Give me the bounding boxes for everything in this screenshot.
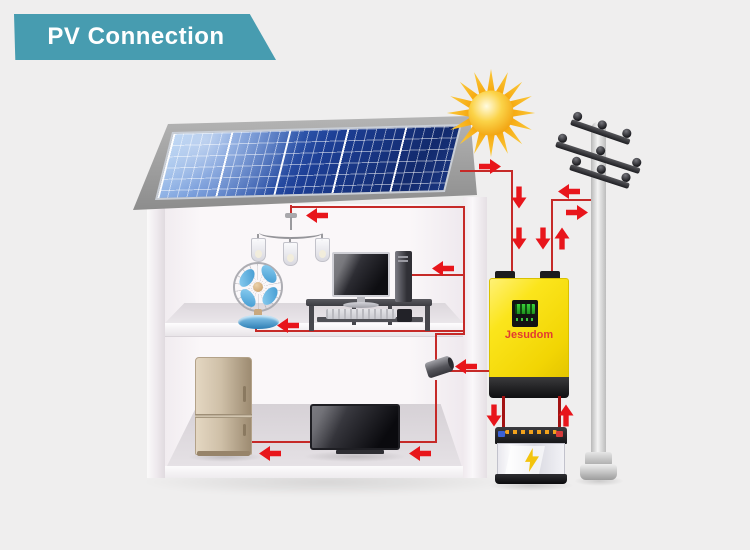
speaker-box (397, 309, 412, 322)
inverter-buttons (516, 318, 534, 321)
monitor-base (343, 302, 379, 308)
inverter-mount-tab (540, 271, 560, 280)
battery-cell-caps (505, 430, 557, 434)
refrigerator (195, 357, 252, 455)
page-title: PV Connection (47, 23, 225, 50)
insulator (621, 127, 633, 140)
tv-stand (336, 450, 384, 454)
fridge-handle (243, 386, 246, 402)
flow-arrow-panel-down-1 (512, 187, 527, 209)
sun-icon (446, 68, 536, 158)
wire-ceiling (290, 206, 465, 208)
inverter-mount-tab (495, 271, 515, 280)
wire-upper-floor (255, 330, 465, 332)
wire-grid-horizontal (551, 199, 595, 201)
lamp-shade (251, 238, 266, 262)
wire-junction-to-floor (435, 380, 437, 443)
fan-base (238, 315, 279, 329)
fridge-handle (243, 424, 246, 436)
computer-monitor (332, 252, 390, 297)
flow-arrow-grid-export (566, 205, 588, 220)
lamp-drop (257, 234, 259, 241)
solar-panel (154, 123, 462, 200)
pole-base (585, 452, 612, 466)
wire-inverter-battery-right (558, 396, 561, 430)
desktop-tower (395, 251, 412, 302)
solar-inverter (489, 278, 569, 382)
insulator (631, 156, 643, 169)
fridge-base (197, 451, 250, 456)
house-right-wall (463, 197, 487, 478)
wire-to-junction-box (435, 333, 437, 362)
tv-shadow (303, 451, 407, 462)
wire-inverter-to-junction (448, 370, 492, 372)
insulator (556, 132, 569, 144)
inverter-brand-label: Jesudom (504, 329, 554, 341)
fridge-shadow (188, 452, 262, 462)
inverter-bottom-section (489, 377, 569, 398)
utility-pole (591, 122, 606, 458)
ceiling-lamp-canopy (285, 213, 297, 218)
title-banner: PV Connection (14, 14, 276, 60)
desk-leg (425, 306, 430, 331)
fan-hub (253, 282, 263, 292)
lamp-shade (283, 242, 298, 266)
lamp-drop (289, 237, 291, 244)
flow-arrow-grid-down (536, 228, 551, 250)
desk-shelf (317, 317, 423, 322)
insulator (596, 119, 608, 131)
fridge-divider (195, 414, 252, 418)
wire-grid-to-inverter (551, 199, 553, 278)
battery-base (495, 474, 567, 484)
lamp-drop (321, 234, 323, 241)
battery-positive-terminal (556, 431, 563, 437)
insulator (570, 155, 583, 167)
insulator (620, 171, 632, 183)
wire-right-wall (463, 206, 465, 335)
wire-panel-out (460, 170, 513, 172)
pole-shadow (574, 476, 624, 486)
battery-label (505, 446, 545, 474)
flow-arrow-battery-charge (487, 405, 502, 427)
battery-shadow (488, 480, 574, 491)
keyboard (326, 309, 396, 319)
monitor-neck (357, 297, 365, 303)
flow-arrow-panel-down-2 (512, 228, 527, 250)
flow-arrow-grid-up (555, 228, 570, 250)
wire-panel-to-inverter (511, 170, 513, 278)
house-left-wall (147, 202, 165, 478)
ceiling-lamp-stem (290, 217, 292, 230)
television (310, 404, 400, 450)
desk-leg (309, 306, 314, 331)
pole-base-plate (580, 464, 617, 480)
flow-arrow-grid-import (558, 184, 580, 199)
battery-negative-terminal (498, 431, 505, 437)
house-base (147, 466, 487, 478)
lamp-shade (315, 238, 330, 262)
insulator (571, 110, 584, 123)
fan-neck (254, 309, 262, 318)
wire-computer-branch (410, 274, 464, 276)
wire-inverter-battery-left (502, 396, 505, 430)
wire-wall-jog (436, 333, 465, 335)
ceiling-lamp-arm (259, 226, 323, 239)
inverter-lcd-display (515, 304, 535, 314)
